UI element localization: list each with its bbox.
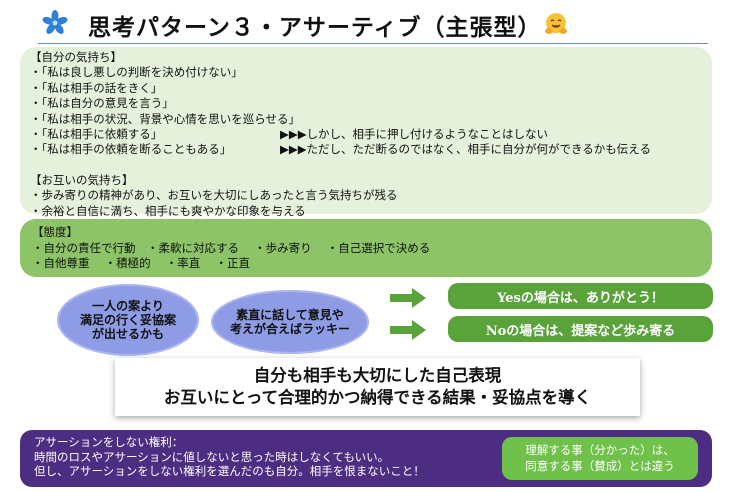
- rights-box: アサーションをしない権利： 時間のロスやアサーションに値しないと思った時はしなく…: [20, 430, 712, 487]
- mutual-feeling-item: ・余裕と自信に満ち、相手にも爽やかな印象を与える: [30, 203, 306, 218]
- self-feelings-heading: 【自分の気持ち】: [30, 50, 122, 64]
- blue-flower-icon: [42, 10, 68, 34]
- feeling-note: ▶▶▶ただし、ただ断るのではなく、相手に自分が何ができるかも伝える: [280, 142, 651, 157]
- rights-text: 但し、アサーションをしない権利を選んだのも自分。相手を恨まないこと！: [34, 464, 425, 478]
- feelings-box: 【自分の気持ち】 ・「私は良し悪しの判断を決め付けない」 ・「私は相手の話をきく…: [20, 47, 712, 218]
- self-feeling-item: ・「私は相手の依頼を断ることもある」 ▶▶▶ただし、ただ断るのではなく、相手に自…: [30, 142, 651, 157]
- summary-line: 自分も相手も大切にした自己表現: [253, 366, 502, 385]
- feeling-note: ▶▶▶しかし、相手に押し付けるようなことはしない: [280, 126, 549, 141]
- summary-box: 自分も相手も大切にした自己表現 お互いにとって合理的かつ納得できる結果・妥協点を…: [115, 358, 640, 416]
- attitude-box: 【態度】 ・自分の責任で行動 ・柔軟に対応する ・歩み寄り ・自己選択で決める …: [20, 219, 712, 277]
- page-title: 思考パターン３・アサーティブ（主張型）: [88, 14, 542, 41]
- mutual-feeling-item: ・歩み寄りの精神があり、お互いを大切にしあったと言う気持ちが残る: [30, 188, 398, 203]
- thought-cloud-lucky: 素直に話して意見や 考えが合えばラッキー: [211, 290, 369, 354]
- self-feeling-item: ・「私は良し悪しの判断を決め付けない」: [30, 65, 243, 80]
- right-arrow-icon: [390, 288, 426, 308]
- self-feeling-item: ・「私は自分の意見を言う」: [30, 96, 174, 111]
- rights-text: 時間のロスやアサーションに値しないと思った時はしなくてもいい。: [34, 449, 390, 464]
- attitude-heading: 【態度】: [32, 225, 78, 239]
- self-feeling-item: ・「私は相手の話をきく」: [30, 80, 163, 95]
- no-result-badge: Noの場合は、提案など歩み寄る: [448, 316, 713, 342]
- yes-result-badge: Yesの場合は、ありがとう！: [448, 283, 713, 309]
- self-feeling-item: ・「私は相手に依頼する」 ▶▶▶しかし、相手に押し付けるようなことはしない: [30, 126, 549, 141]
- right-arrow-icon: [390, 320, 426, 340]
- hugging-face-icon: [545, 13, 567, 34]
- self-feeling-item: ・「私は相手の状況、背景や心情を思いを巡らせる」: [30, 111, 301, 126]
- attitude-line: ・自他尊重 ・積極的 ・率直 ・正直: [32, 256, 250, 270]
- rights-heading: アサーションをしない権利：: [34, 435, 184, 449]
- understanding-note: 理解する事（分かった）は、 同意する事（賛成）とは違う: [502, 437, 698, 480]
- thought-cloud-compromise: 一人の案より 満足の行く妥協案 が出せるかも: [57, 284, 199, 356]
- title-bar: 思考パターン３・アサーティブ（主張型）: [38, 6, 708, 44]
- summary-line: お互いにとって合理的かつ納得できる結果・妥協点を導く: [163, 388, 592, 407]
- mutual-feelings-heading: 【お互いの気持ち】: [30, 172, 134, 187]
- attitude-line: ・自分の責任で行動 ・柔軟に対応する ・歩み寄り ・自己選択で決める: [32, 240, 431, 255]
